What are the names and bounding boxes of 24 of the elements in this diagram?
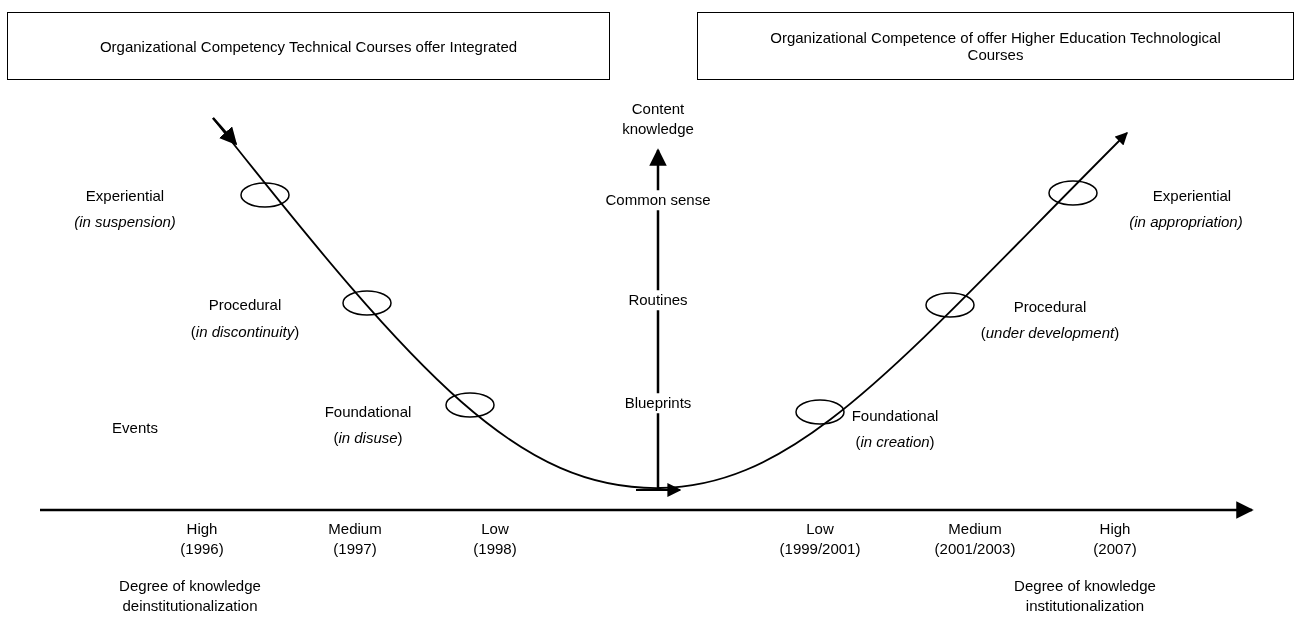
axis-title: Degree of knowledge institutionalization xyxy=(1013,575,1157,615)
tick-label: Low (1999/2001) xyxy=(779,518,861,558)
stage-label: Experiential xyxy=(85,186,165,206)
tick-label: High (1996) xyxy=(180,518,224,558)
stage-status: (in appropriation) xyxy=(1129,212,1243,232)
stage-label: Foundational xyxy=(324,402,412,422)
stage-status: (under development) xyxy=(980,323,1120,343)
tick-label: Medium (2001/2003) xyxy=(934,518,1016,558)
stage-label: Procedural xyxy=(208,295,282,315)
title-box: Organizational Competency Technical Courses offer Integrated xyxy=(7,12,610,80)
stage-status: (in disuse) xyxy=(333,428,403,448)
stage-label: Procedural xyxy=(1013,297,1087,317)
axis-level-label: Events xyxy=(112,418,158,438)
tick-label: Medium (1997) xyxy=(328,518,382,558)
stage-label: Experiential xyxy=(1152,186,1232,206)
axis-label: Content knowledge xyxy=(622,98,694,138)
tick-label: High (2007) xyxy=(1093,518,1137,558)
stage-status: (in suspension) xyxy=(74,212,176,232)
axis-title: Degree of knowledge deinstitutionalization xyxy=(118,575,262,615)
tick-label: Low (1998) xyxy=(473,518,517,558)
stage-status: (in creation) xyxy=(855,432,935,452)
stage-label: Foundational xyxy=(851,406,939,426)
stage-status: (in discontinuity) xyxy=(190,322,300,342)
title-box: Organizational Competence of offer Higher Education Technological Courses xyxy=(697,12,1294,80)
